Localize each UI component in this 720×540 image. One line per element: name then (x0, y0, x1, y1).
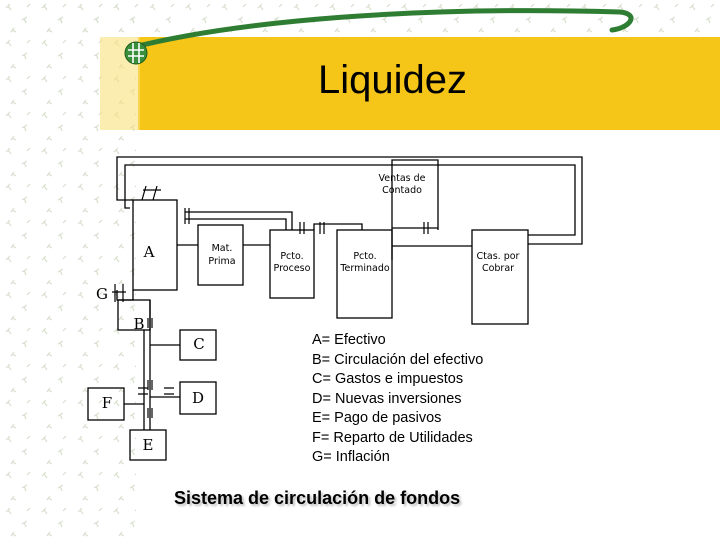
connector-top-pipe (185, 211, 293, 230)
legend-item-c: C= Gastos e impuestos (312, 371, 464, 387)
valve-marks (112, 185, 429, 418)
box-ctas-cobrar (471, 229, 529, 325)
outer-loop-line (116, 156, 583, 245)
letter-d: D (192, 389, 204, 407)
green-swoosh (127, 8, 634, 51)
legend-item-g: G= Inflación (312, 449, 390, 465)
label-ventas-1: Ventas de (378, 173, 425, 184)
box-mat-prima (197, 224, 244, 286)
title-banner (138, 37, 720, 130)
legend-item-e: E= Pago de pasivos (312, 410, 442, 426)
label-ventas-2: Contado (382, 185, 422, 196)
label-mat-1: Mat. (212, 243, 233, 254)
box-e (129, 429, 167, 461)
connector-g (116, 290, 134, 301)
legend: A= Efectivo B= Circulación del efectivo … (312, 331, 483, 468)
box-d (179, 381, 217, 415)
letter-c: C (193, 335, 204, 353)
diagram-caption: Sistema de circulación de fondos (174, 488, 461, 508)
green-globe-icon (124, 41, 148, 65)
label-ctas-1: Ctas. por (477, 251, 520, 262)
letter-g: G (96, 285, 108, 303)
legend-item-b: B= Circulación del efectivo (312, 351, 484, 368)
legend-item-a: A= Efectivo (312, 332, 386, 348)
box-ventas-contado (391, 159, 439, 260)
page-title: Liquidez (318, 58, 468, 102)
connector-terminado-1 (313, 223, 363, 230)
label-terminado-2: Terminado (339, 263, 390, 274)
box-a (132, 199, 178, 291)
letter-b: B (133, 315, 144, 333)
inner-loop-line (124, 164, 576, 236)
legend-item-f: F= Reparto de Utilidades (312, 429, 473, 446)
connector-top-pipe-2 (185, 218, 287, 230)
letter-f: F (102, 394, 112, 412)
label-proceso-2: Proceso (274, 263, 311, 274)
letter-e: E (143, 436, 154, 454)
letter-a: A (143, 243, 155, 261)
label-mat-2: Prima (208, 256, 235, 267)
label-ctas-2: Cobrar (482, 263, 514, 274)
box-pcto-terminado (336, 229, 393, 319)
legend-item-d: D= Nuevas inversiones (312, 390, 462, 407)
label-proceso-1: Pcto. (280, 251, 303, 262)
label-terminado-1: Pcto. (353, 251, 376, 262)
